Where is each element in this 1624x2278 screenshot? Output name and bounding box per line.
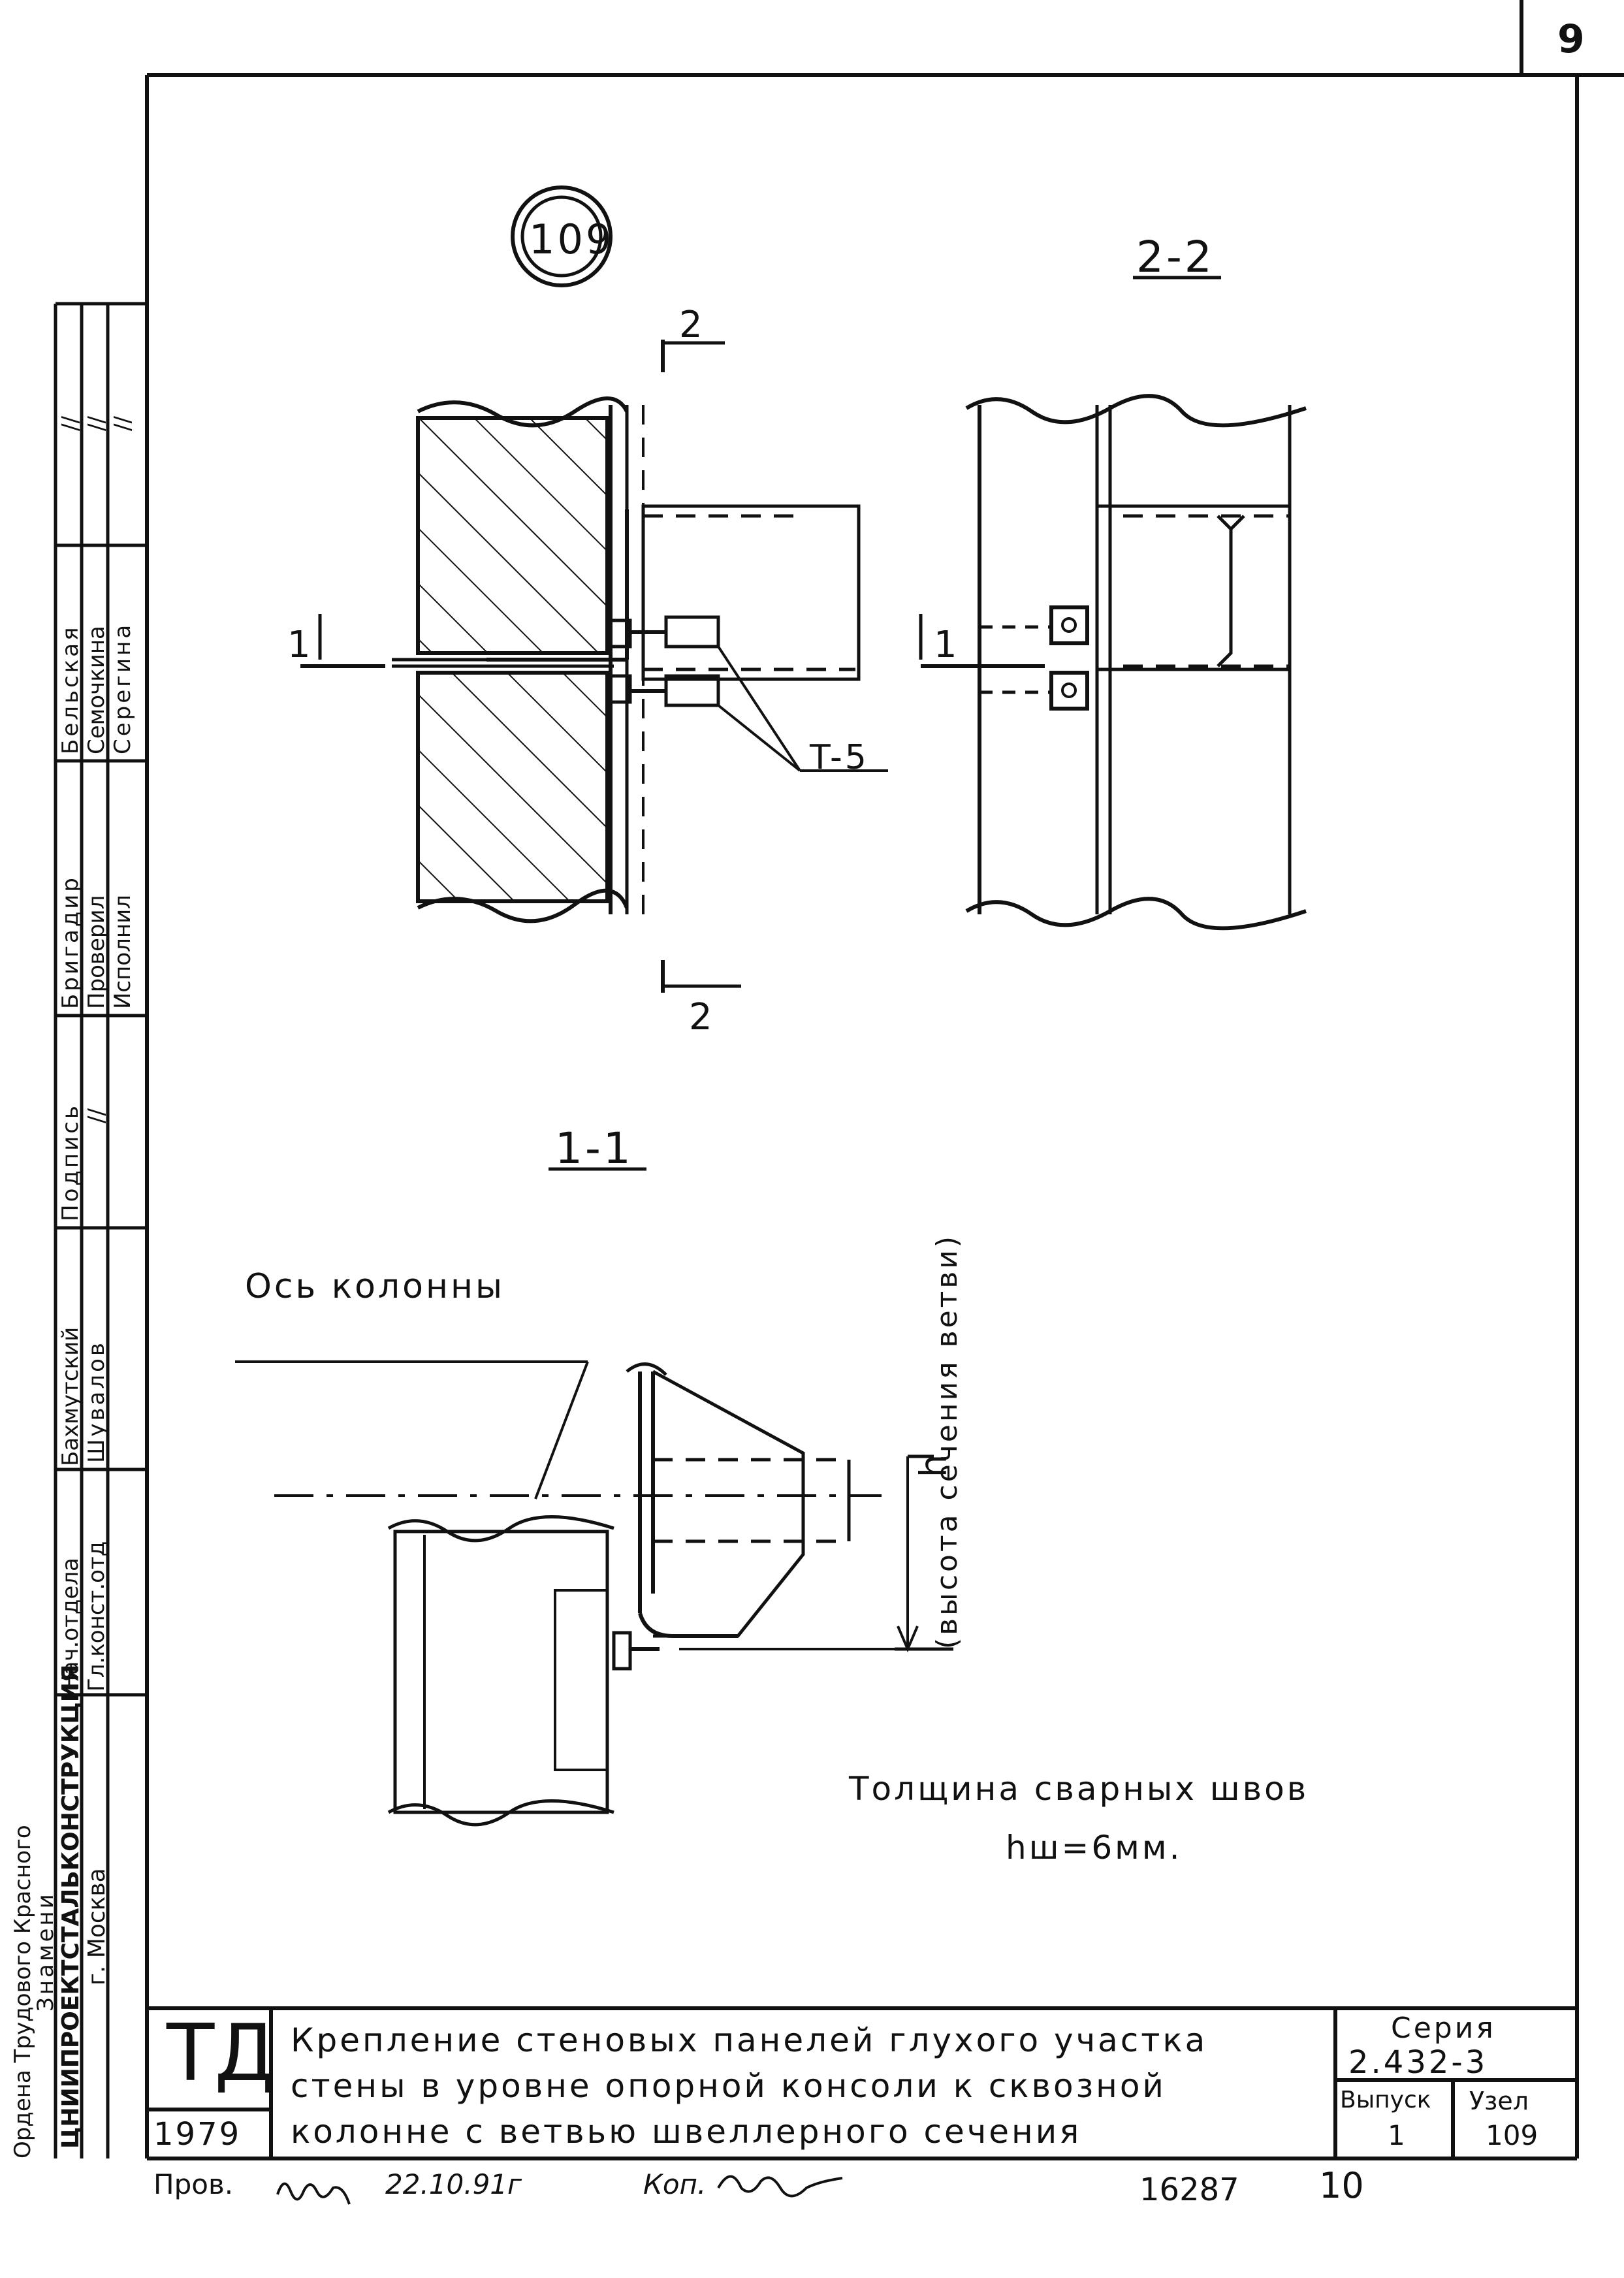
series-value: 2.432-3 <box>1348 2044 1488 2081</box>
role-executed: Исполнил <box>110 895 136 1009</box>
sign-mark: // <box>84 1108 110 1123</box>
sign2-c: // <box>110 416 136 431</box>
side-stamp-grid <box>54 302 147 2158</box>
cut-2-top-label: 2 <box>679 304 705 346</box>
role-head-dept: Нач.отдела <box>57 1558 84 1692</box>
title-line1: Крепление стеновых панелей глухого участ… <box>291 2021 1208 2059</box>
cut-1-right-label: 1 <box>934 624 960 666</box>
column-axis-label: Ось колонны <box>245 1267 505 1306</box>
dim-h-note: (высота сечения ветви) <box>931 1233 964 1649</box>
weld-note-line1: Толщина сварных швов <box>849 1770 1309 1808</box>
title-line3: колонне с ветвью швеллерного сечения <box>291 2113 1082 2151</box>
handwritten-signature <box>717 2175 843 2198</box>
weld-ref-label: T-5 <box>810 738 869 777</box>
org-line2: Знамени <box>33 1891 59 2012</box>
sign2-b: // <box>84 416 110 431</box>
issue-value: 1 <box>1388 2119 1405 2151</box>
role-brigadier: Бригадир <box>57 875 84 1009</box>
title-line2: стены в уровне опорной консоли к сквозно… <box>291 2067 1166 2105</box>
org-line3: ЦНИИПРОЕКТСТАЛЬКОНСТРУКЦИЯ <box>57 1664 84 2149</box>
cut-1-left-label: 1 <box>287 624 313 666</box>
section-2-2-title: 2-2 <box>1136 232 1215 282</box>
weld-note-line2: hш=6мм. <box>1006 1829 1183 1867</box>
footer-date: 22.10.91г <box>385 2168 522 2200</box>
node-badge: 109 <box>529 216 614 263</box>
elevation-view <box>300 340 888 993</box>
handwritten-initials <box>276 2182 351 2205</box>
section-title-underlines <box>549 276 1221 1171</box>
footer-checked-label: Пров. <box>153 2168 234 2200</box>
section-1-1-title: 1-1 <box>555 1123 633 1174</box>
footer-sheet: 10 <box>1319 2165 1364 2206</box>
name-seregina: Серегина <box>110 622 136 754</box>
sheet-frame <box>145 0 1624 2160</box>
node-badge-circle <box>511 185 613 287</box>
footer-doc-number: 16287 <box>1139 2172 1239 2208</box>
logo: ТД <box>167 2008 276 2099</box>
org-line4: г. Москва <box>84 1868 110 1985</box>
node-value: 109 <box>1486 2119 1538 2151</box>
org-line1: Ордена Трудового Красного <box>10 1825 36 2158</box>
role-chief-constructor: Гл.конст.отд <box>84 1541 110 1692</box>
sign-header: Подпись <box>57 1103 84 1221</box>
name-shuvalov: Шувалов <box>84 1340 110 1463</box>
name-bakhmutsky: Бахмутский <box>57 1326 84 1466</box>
role-checked: Проверил <box>84 895 110 1009</box>
year: 1979 <box>153 2116 242 2153</box>
name-belskaya: Бельская <box>57 624 84 754</box>
node-label: Узел <box>1469 2087 1529 2115</box>
footer-copy-label: Коп. <box>643 2168 707 2200</box>
title-block-grid <box>147 2006 1577 2158</box>
section-2-2-view <box>919 394 1307 931</box>
series-label: Серия <box>1391 2012 1496 2045</box>
name-semochkina: Семочкина <box>84 626 110 754</box>
issue-label: Выпуск <box>1340 2087 1431 2113</box>
cut-2-bottom-label: 2 <box>689 996 715 1038</box>
page-number: 9 <box>1557 16 1585 62</box>
section-1-1-view <box>235 1360 953 1827</box>
sign2-a: // <box>57 416 84 431</box>
